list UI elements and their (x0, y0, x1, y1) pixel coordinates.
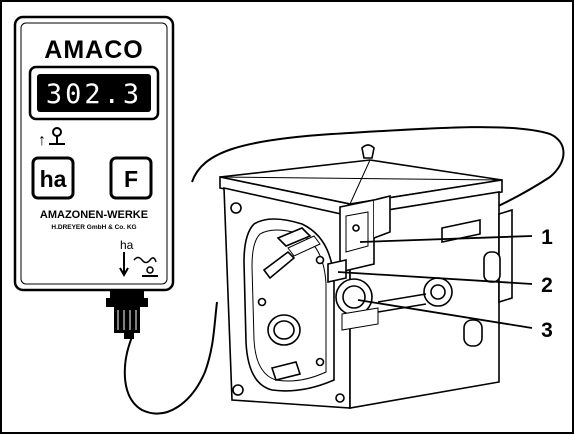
callout-1-leader (359, 235, 533, 243)
display-value: 302.3 (46, 79, 142, 110)
sensor-label: ha (120, 238, 134, 252)
ha-button-label: ha (40, 166, 67, 192)
up-arrow: ↑ (38, 132, 46, 149)
manufacturer-subline: H.DREYER GmbH & Co. KG (51, 224, 136, 231)
callout-1-number: 1 (541, 226, 553, 249)
callout-2-number: 2 (541, 274, 553, 297)
brand-logo: AMACO (44, 36, 143, 64)
ha-button[interactable]: ha (31, 156, 75, 200)
metering-gearbox (219, 144, 513, 409)
sensor-symbol-icon (119, 252, 158, 278)
f-button[interactable]: F (109, 156, 153, 200)
device-cable (123, 301, 218, 415)
person-arrow-icon (49, 127, 65, 145)
control-unit: AMACO 302.3 ↑ ha F AMAZONEN-WERKE H.DREY… (13, 15, 175, 292)
gearbox-side (349, 191, 500, 409)
plug-connector-icon (106, 290, 148, 339)
sensor-cable (191, 126, 565, 209)
f-button-label: F (124, 166, 138, 192)
callout-3-leader (357, 299, 533, 329)
diagram-canvas: AMACO 302.3 ↑ ha F AMAZONEN-WERKE H.DREY… (13, 15, 565, 415)
manufacturer-name: AMAZONEN-WERKE (40, 209, 148, 221)
callout-3-number: 3 (541, 319, 553, 342)
lcd-display (37, 74, 151, 112)
callout-2-leader (337, 271, 533, 285)
